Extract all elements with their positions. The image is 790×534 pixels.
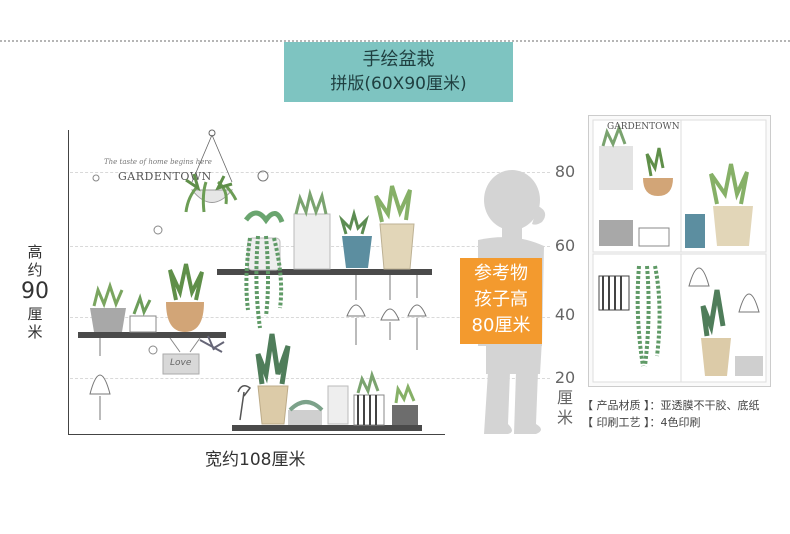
title-line2: 拼版(60X90厘米) bbox=[330, 74, 467, 94]
sheet-brand-text: GARDENTOWN bbox=[607, 122, 680, 132]
dotted-divider bbox=[0, 40, 790, 42]
sticker-sheet-art bbox=[592, 119, 767, 383]
width-label: 宽约108厘米 bbox=[205, 450, 306, 470]
sticker-sheet-preview: GARDENTOWN bbox=[588, 115, 771, 387]
ruler-mark: 20 bbox=[554, 368, 576, 387]
dotted-pot-icon bbox=[129, 293, 157, 333]
brand-script: The taste of home begins here bbox=[104, 158, 212, 166]
guide-line bbox=[70, 172, 550, 173]
gray-pot-icon bbox=[90, 281, 126, 332]
hanging-bell-icon bbox=[89, 338, 111, 420]
guide-line bbox=[70, 317, 550, 318]
bottom-shelf bbox=[232, 425, 422, 431]
height-label-char: 约 bbox=[27, 261, 43, 279]
upper-shelf bbox=[217, 269, 432, 275]
height-label-char: 米 bbox=[27, 323, 43, 341]
ruler-mark: 80 bbox=[554, 162, 576, 181]
white-pot-icon bbox=[293, 188, 331, 270]
height-label: 高 约 90 厘 米 bbox=[14, 243, 56, 341]
callout-line: 孩子高 bbox=[474, 289, 528, 310]
beige-pot-icon bbox=[374, 185, 415, 270]
height-axis bbox=[68, 130, 69, 435]
ruler-unit-char: 米 bbox=[556, 408, 573, 427]
height-value: 90 bbox=[21, 279, 49, 304]
love-sign-text: Love bbox=[170, 358, 192, 368]
middle-shelf bbox=[78, 332, 226, 338]
guide-line bbox=[70, 378, 550, 379]
ruler-mark: 40 bbox=[554, 305, 576, 324]
material-info: 【 产品材质 】：亚透膜不干胶、底纸 【 印刷工艺 】：4色印刷 bbox=[582, 397, 760, 431]
material-line: 【 产品材质 】：亚透膜不干胶、底纸 bbox=[582, 399, 760, 412]
reference-callout: 参考物 孩子高 80厘米 bbox=[460, 258, 542, 344]
ruler-unit: 厘 米 bbox=[548, 388, 582, 428]
succulent-bowl-icon bbox=[288, 400, 324, 425]
title-banner: 手绘盆栽 拼版(60X90厘米) bbox=[284, 42, 513, 102]
small-pot-icon bbox=[392, 382, 418, 425]
brand-text: GARDENTOWN bbox=[118, 170, 212, 183]
width-axis bbox=[68, 434, 445, 435]
blue-pot-icon bbox=[338, 208, 372, 268]
trailing-plant-icon bbox=[243, 210, 285, 329]
print-line: 【 印刷工艺 】：4色印刷 bbox=[582, 416, 701, 429]
callout-line: 80厘米 bbox=[471, 315, 531, 336]
wind-chime-icon bbox=[346, 275, 427, 350]
height-label-char: 高 bbox=[27, 243, 43, 261]
ruler-unit-char: 厘 bbox=[556, 388, 573, 407]
clay-pot-icon bbox=[166, 263, 204, 332]
ruler-mark: 60 bbox=[554, 236, 576, 255]
guide-line bbox=[70, 246, 550, 247]
height-label-char: 厘 bbox=[27, 305, 43, 323]
callout-line: 参考物 bbox=[474, 263, 528, 284]
white-cup-icon bbox=[327, 385, 349, 425]
love-sign-icon bbox=[162, 337, 201, 375]
striped-pot-icon bbox=[353, 369, 385, 426]
tall-pot-icon bbox=[255, 333, 291, 425]
title-line1: 手绘盆栽 bbox=[362, 49, 435, 70]
